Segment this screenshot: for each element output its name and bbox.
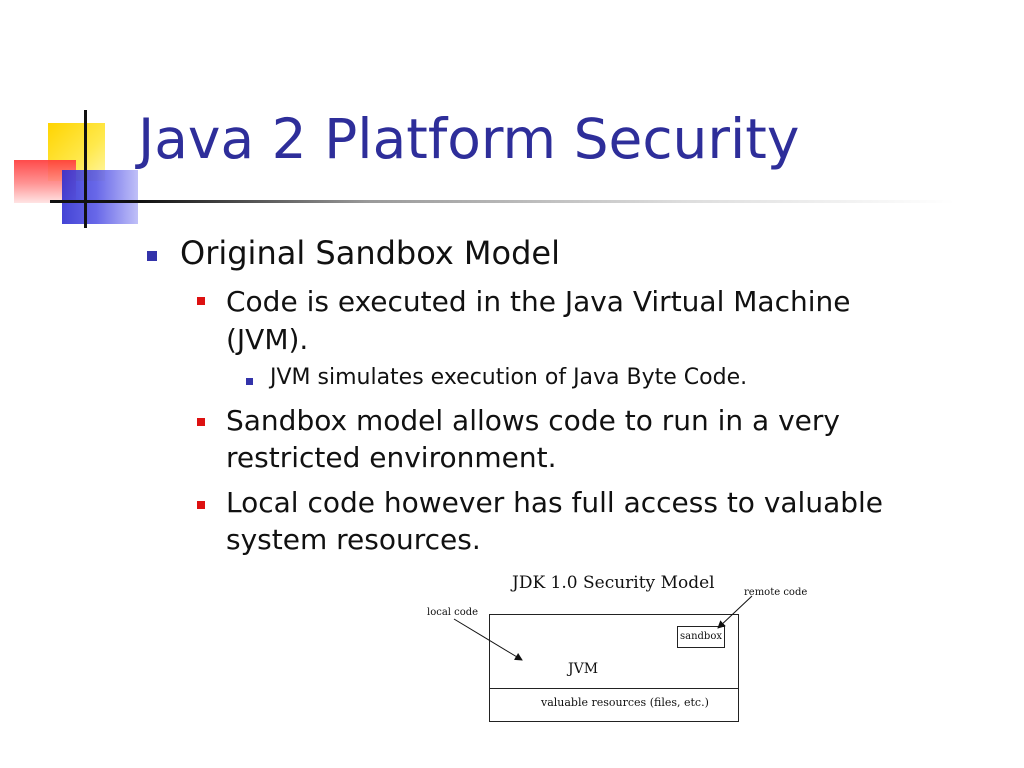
bullet-original-sandbox-model: Original Sandbox Model xyxy=(180,234,560,272)
bullet-square-icon xyxy=(197,501,205,509)
bullet-code-executed-line1: Code is executed in the Java Virtual Mac… xyxy=(226,285,851,318)
bullet-square-icon xyxy=(197,418,205,426)
bullet-square-icon xyxy=(246,378,253,385)
title-underline xyxy=(50,200,955,203)
resources-divider xyxy=(489,688,739,689)
diagram-title: JDK 1.0 Security Model xyxy=(512,573,715,593)
remote-code-label: remote code xyxy=(744,587,808,598)
local-code-label: local code xyxy=(427,607,479,618)
bullet-sandbox-model-line1: Sandbox model allows code to run in a ve… xyxy=(226,404,840,437)
jvm-box xyxy=(489,614,739,722)
bullet-local-code-line1: Local code however has full access to va… xyxy=(226,486,884,519)
sandbox-box: sandbox xyxy=(677,626,725,648)
bullet-jvm-simulates: JVM simulates execution of Java Byte Cod… xyxy=(270,365,748,390)
jvm-label: JVM xyxy=(568,661,599,677)
bullet-local-code-line2: system resources. xyxy=(226,523,481,556)
resources-label: valuable resources (files, etc.) xyxy=(541,696,709,709)
bullet-square-icon xyxy=(147,251,157,261)
bullet-sandbox-model-line2: restricted environment. xyxy=(226,441,557,474)
ornament-vertical-line xyxy=(84,110,87,228)
slide-title: Java 2 Platform Security xyxy=(138,107,800,171)
bullet-code-executed-line2: (JVM). xyxy=(226,323,309,356)
ornament-blue-square xyxy=(62,170,138,224)
bullet-square-icon xyxy=(197,297,205,305)
